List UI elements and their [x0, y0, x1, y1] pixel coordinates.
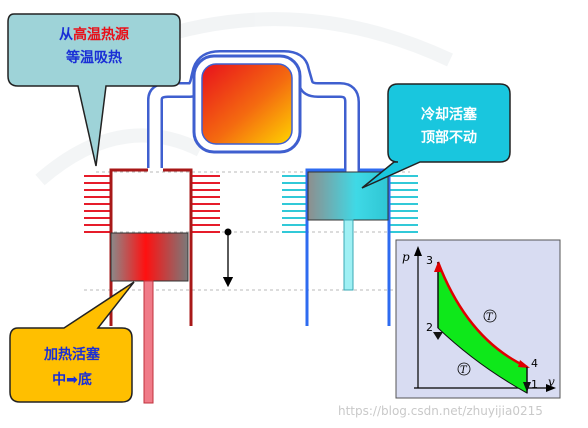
pv-isotherm-hot: [436, 261, 528, 369]
pv-axis-v: v: [548, 375, 555, 389]
reference-lines: [84, 171, 410, 291]
callout-hot-line2: 中➡底: [52, 371, 92, 388]
cold-cylinder-fins: [282, 175, 418, 233]
callout-heat-absorption: 从高温热源 等温吸热: [7, 13, 181, 167]
callout-heat-line2: 等温吸热: [66, 49, 122, 66]
callout-cold-line2: 顶部不动: [421, 129, 477, 146]
pv-point-4: 4: [531, 357, 538, 370]
svg-text:从高温热源: 从高温热源: [59, 26, 129, 43]
pv-diagram-panel: [395, 239, 561, 399]
piston-motion-arrow: [222, 228, 234, 288]
callout-heat-line1-prefix: 从: [59, 27, 73, 43]
pv-isotherm-label-hot: T: [486, 312, 494, 323]
pv-point-3: 3: [426, 254, 433, 267]
heater-box: [201, 63, 293, 145]
cold-piston-rod: [343, 219, 354, 291]
pv-point-2: 2: [426, 321, 433, 334]
callout-cold-line1: 冷却活塞: [421, 106, 478, 123]
background-decoration: [35, 12, 453, 186]
hot-cylinder-fins: [84, 175, 220, 233]
callout-cold-piston: 冷却活塞 顶部不动: [361, 83, 511, 189]
pv-point-1: 1: [531, 378, 538, 391]
pv-isotherm-label-cold: T: [460, 365, 468, 376]
hot-piston-rod: [143, 280, 154, 404]
watermark: https://blog.csdn.net/zhuyijia0215: [338, 404, 543, 418]
callout-hot-piston: 加热活塞 中➡底: [9, 281, 135, 403]
pv-axis-p: p: [402, 250, 410, 264]
pv-diagram: p v 3 2 4 1 T T: [395, 239, 561, 399]
callout-hot-line1: 加热活塞: [43, 346, 101, 363]
callout-heat-line1-highlight: 高温热源: [73, 26, 129, 43]
hot-piston: [110, 232, 189, 282]
